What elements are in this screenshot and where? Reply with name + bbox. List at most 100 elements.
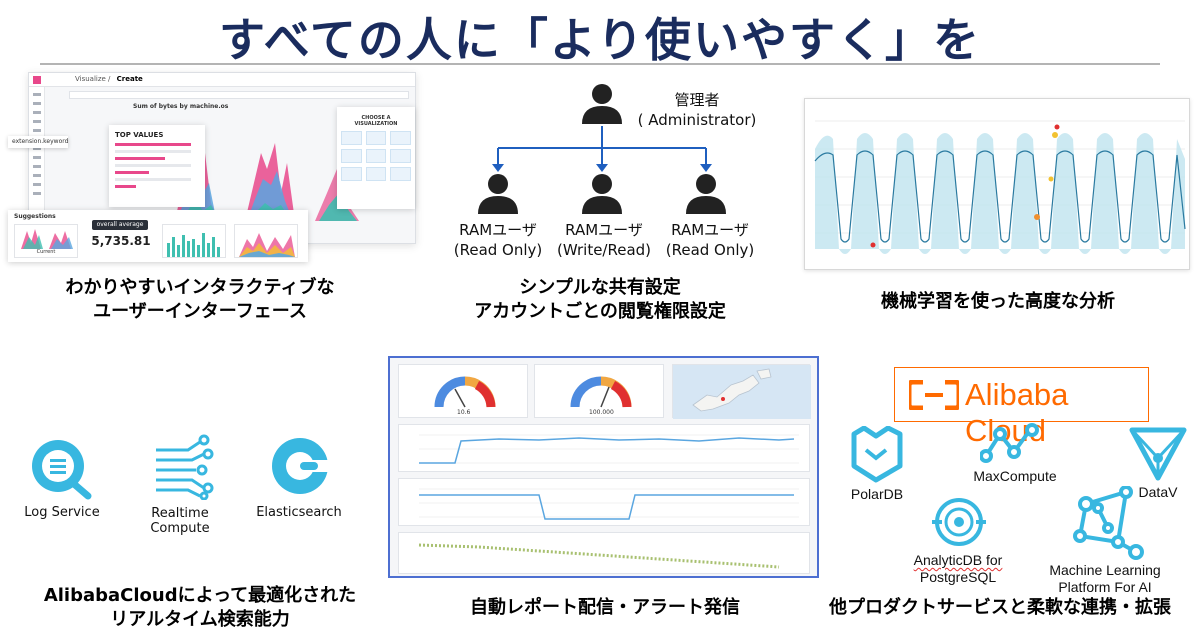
alibaba-cloud-mark-icon bbox=[909, 380, 959, 410]
dashboard-topbar: Visualize / Create bbox=[29, 73, 415, 87]
dashboard-screenshot: Visualize / Create Sum of bytes by machi… bbox=[8, 70, 416, 266]
map-japan bbox=[673, 365, 811, 419]
scatter-chart bbox=[418, 543, 780, 569]
user-label-3: RAMユーザ (Read Only) bbox=[652, 220, 768, 260]
ml-chart-svg bbox=[814, 120, 1186, 254]
query-bar[interactable] bbox=[69, 91, 409, 99]
suggestion-card-bars[interactable] bbox=[162, 224, 226, 258]
temperature-line-chart bbox=[419, 488, 799, 520]
app-logo-icon bbox=[33, 76, 41, 84]
elasticsearch-icon bbox=[272, 438, 330, 494]
gauge-card-pressure: 100.000 bbox=[534, 364, 664, 418]
breadcrumb-prefix[interactable]: Visualize bbox=[75, 75, 106, 83]
caption-search-line1: AlibabaCloudによって最適化された bbox=[43, 585, 357, 606]
caption-report: 自動レポート配信・アラート発信 bbox=[470, 597, 740, 618]
viz-option[interactable] bbox=[390, 167, 411, 181]
polardb-icon bbox=[851, 426, 903, 483]
viz-option[interactable] bbox=[390, 131, 411, 145]
visualization-picker: CHOOSE A VISUALIZATION bbox=[337, 107, 415, 209]
pai-line2: Platform For AI bbox=[1058, 579, 1152, 595]
user-name: RAMユーザ bbox=[565, 221, 643, 239]
field-pill[interactable]: extension.keyword bbox=[8, 136, 68, 148]
service-label-polardb: PolarDB bbox=[850, 486, 904, 502]
suggestion-current-label: Current bbox=[36, 249, 56, 255]
page-title: すべての人に「より使いやすく」を bbox=[218, 13, 982, 67]
service-label-analyticdb: AnalyticDB for PostgreSQL bbox=[888, 552, 1028, 586]
maxcompute-icon bbox=[980, 423, 1039, 463]
viz-option[interactable] bbox=[390, 149, 411, 163]
log-service-icon bbox=[32, 440, 92, 500]
org-chart bbox=[478, 84, 726, 214]
caption-integration: 他プロダクトサービスと柔軟な連携・拡張 bbox=[829, 597, 1171, 618]
service-label-maxcompute: MaxCompute bbox=[973, 468, 1057, 484]
service-label-datav: DataV bbox=[1138, 484, 1178, 500]
user-person-icon bbox=[686, 174, 726, 214]
viz-option[interactable] bbox=[341, 149, 362, 163]
caption-search: AlibabaCloudによって最適化された リアルタイム検索能力 bbox=[0, 584, 400, 632]
caption-ml: 機械学習を使った高度な分析 bbox=[881, 291, 1115, 312]
caption-ui-line2: ユーザーインターフェース bbox=[93, 301, 307, 322]
analyticdb-icon bbox=[932, 498, 986, 546]
user-name: RAMユーザ bbox=[671, 221, 749, 239]
suggestion-thumbnail bbox=[21, 229, 73, 249]
suggestions-panel: Suggestions Current bbox=[8, 210, 308, 262]
suggestion-card-stacked[interactable] bbox=[234, 224, 298, 258]
suggestion-thumbnail bbox=[239, 233, 295, 257]
humidity-chart-card bbox=[398, 424, 810, 472]
gauge-chart bbox=[434, 376, 496, 408]
chart-title: Sum of bytes by machine.os bbox=[133, 103, 229, 110]
user-person-icon bbox=[582, 174, 622, 214]
average-value: 5,735.81 bbox=[91, 234, 151, 248]
suggestions-title: Suggestions bbox=[14, 213, 56, 220]
report-dashboard: 10.6 100.000 bbox=[388, 356, 819, 578]
admin-label: 管理者 ( Administrator) bbox=[622, 90, 772, 130]
map-card bbox=[672, 364, 811, 419]
user-role: (Read Only) bbox=[665, 241, 755, 259]
caption-ui: わかりやすいインタラクティブな ユーザーインターフェース bbox=[0, 276, 400, 324]
suggestion-thumbnail bbox=[167, 233, 220, 257]
gauge-chart bbox=[570, 376, 632, 408]
average-tooltip: overall average bbox=[92, 220, 148, 230]
breadcrumb-current: Create bbox=[116, 75, 143, 83]
user-role: (Write/Read) bbox=[556, 241, 652, 259]
admin-person-icon bbox=[582, 84, 622, 124]
breadcrumb: Visualize / Create bbox=[75, 75, 143, 83]
gauge-value: 100.000 bbox=[589, 409, 614, 416]
admin-label-en: ( Administrator) bbox=[637, 111, 757, 129]
caption-ui-line1: わかりやすいインタラクティブな bbox=[65, 277, 335, 298]
user-role: (Read Only) bbox=[453, 241, 543, 259]
humidity-line-chart bbox=[419, 434, 799, 464]
viz-option[interactable] bbox=[365, 167, 387, 181]
realtime-compute-icon bbox=[156, 434, 214, 500]
caption-access-line1: シンプルな共有設定 bbox=[519, 277, 681, 298]
pai-icon bbox=[1073, 486, 1144, 560]
suggestion-card-current[interactable]: Current bbox=[14, 224, 78, 258]
analyticdb-line1: AnalyticDB for bbox=[913, 552, 1003, 568]
alibaba-cloud-logo: Alibaba Cloud bbox=[894, 367, 1149, 448]
datav-icon bbox=[1129, 427, 1187, 481]
temperature-chart-card bbox=[398, 478, 810, 526]
viz-option[interactable] bbox=[365, 131, 387, 145]
gauge-value: 10.6 bbox=[457, 409, 471, 416]
user-label-2: RAMユーザ (Write/Read) bbox=[546, 220, 662, 260]
admin-label-ja: 管理者 bbox=[674, 91, 720, 109]
viz-option[interactable] bbox=[341, 131, 362, 145]
gauge-card-temperature: 10.6 bbox=[398, 364, 528, 418]
top-values-popover: TOP VALUES bbox=[109, 125, 205, 207]
service-label-elasticsearch: Elasticsearch bbox=[256, 505, 342, 520]
ml-anomaly-chart bbox=[804, 98, 1190, 270]
service-label-realtime: Realtime Compute bbox=[150, 506, 210, 536]
scatter-chart-card bbox=[398, 532, 810, 574]
user-name: RAMユーザ bbox=[459, 221, 537, 239]
viz-option[interactable] bbox=[365, 149, 387, 163]
caption-access-line2: アカウントごとの閲覧権限設定 bbox=[474, 301, 726, 322]
service-label-log: Log Service bbox=[24, 505, 100, 520]
viz-picker-title: CHOOSE A VISUALIZATION bbox=[354, 115, 398, 127]
top-values-title: TOP VALUES bbox=[115, 131, 164, 139]
viz-option[interactable] bbox=[341, 167, 362, 181]
caption-search-line2: リアルタイム検索能力 bbox=[110, 609, 290, 630]
dashboard-sidebar bbox=[29, 87, 45, 245]
user-person-icon bbox=[478, 174, 518, 214]
caption-access: シンプルな共有設定 アカウントごとの閲覧権限設定 bbox=[420, 276, 780, 324]
analyticdb-line2: PostgreSQL bbox=[919, 569, 997, 585]
